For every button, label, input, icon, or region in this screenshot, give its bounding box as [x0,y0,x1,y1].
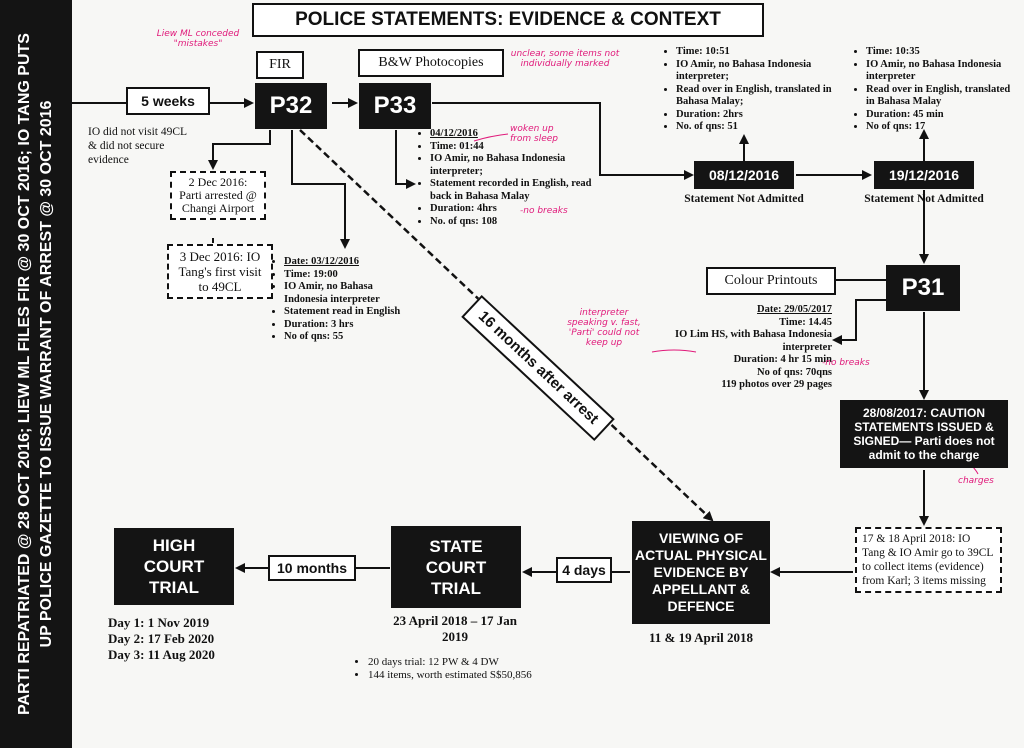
high-court-dates: Day 1: 1 Nov 2019 Day 2: 17 Feb 2020 Day… [108,615,248,663]
p32-info-item: Time: 19:00 [284,269,408,282]
state-court-dates: 23 April 2018 – 17 Jan 2019 [393,613,517,644]
p32-info-item: IO Amir, no Bahasa Indonesia interpreter [284,281,408,306]
arrow-p32-to-info [291,130,350,249]
d1912-info-block: Time: 10:35 IO Amir, no Bahasa Indonesia… [854,46,1014,134]
d0812-info-block: Time: 10:51 IO Amir, no Bahasa Indonesia… [664,46,832,134]
node-p33: P33 [359,83,431,129]
viewing-date: 11 & 19 April 2018 [648,630,753,645]
state-court-note: 144 items, worth estimated S$50,856 [368,669,586,682]
node-state-court-trial: STATE COURT TRIAL [391,526,521,608]
node-p32: P32 [255,83,327,129]
p33-info-item: No. of qns: 108 [430,216,608,229]
arrest-box: 2 Dec 2016: Parti arrested @ Changi Airp… [170,171,266,220]
high-court-day1: Day 1: 1 Nov 2019 [108,615,210,630]
p33-info-item: 04/12/2016 [430,128,608,141]
p32-info-block: Date: 03/12/2016 Time: 19:00 IO Amir, no… [272,256,408,344]
node-19-12-2016: 19/12/2016 [874,161,974,189]
colour-printouts-label: Colour Printouts [706,267,836,295]
node-caution-statements: 28/08/2017: CAUTION STATEMENTS ISSUED & … [840,400,1008,468]
p31-info-item: 119 photos over 29 pages [721,379,832,390]
not-admitted-label-2: Statement Not Admitted [864,193,984,205]
bw-photocopies-label: B&W Photocopies [358,49,504,77]
duration-5-weeks: 5 weeks [126,87,210,115]
p32-info-item: No of qns: 55 [284,331,408,344]
p33-info-item: IO Amir, no Bahasa Indonesia interpreter… [430,153,608,178]
page-title: POLICE STATEMENTS: EVIDENCE & CONTEXT [252,3,764,37]
node-viewing-evidence: VIEWING OF ACTUAL PHYSICAL EVIDENCE BY A… [632,521,770,624]
handwritten-no-breaks-1: -no breaks [520,206,568,216]
p31-info-block: Date: 29/05/2017 Time: 14.45 IO Lim HS, … [672,304,832,392]
io-tang-visit-box: 3 Dec 2016: IO Tang's first visit to 49C… [167,244,273,299]
node-08-12-2016: 08/12/2016 [694,161,794,189]
d1912-info-item: Duration: 45 min [866,109,1014,122]
d0812-info-item: Time: 10:51 [676,46,832,59]
p33-info-item: Time: 01:44 [430,141,608,154]
duration-10-months: 10 months [268,555,356,581]
high-court-day3: Day 3: 11 Aug 2020 [108,647,215,662]
d1912-info-item: IO Amir, no Bahasa Indonesia interpreter [866,59,1014,84]
d0812-info-item: Duration: 2hrs [676,109,832,122]
arrow-p32-to-arrest [208,130,271,170]
p31-info-item: Date: 29/05/2017 [757,304,832,315]
side-banner: PARTI REPATRIATED @ 28 OCT 2016; LIEW ML… [0,0,72,748]
state-court-notes: 20 days trial: 12 PW & 4 DW 144 items, w… [356,656,586,682]
high-court-day2: Day 2: 17 Feb 2020 [108,631,215,646]
d1912-info-item: No of qns: 17 [866,121,1014,134]
p33-info-block: 04/12/2016 Time: 01:44 IO Amir, no Bahas… [418,128,608,228]
hand-arrow-woken [473,133,509,142]
d0812-info-item: IO Amir, no Bahasa Indonesia interpreter… [676,59,832,84]
p31-info-item: Time: 14.45 [779,316,832,328]
handwritten-no-breaks-2: -no breaks [822,358,870,368]
hand-arrow-interp [651,349,697,353]
p32-info-item: Duration: 3 hrs [284,319,408,332]
d1912-info-item: Time: 10:35 [866,46,1014,59]
state-court-note: 20 days trial: 12 PW & 4 DW [368,656,586,669]
p31-info-item: IO Lim HS, with Bahasa Indonesia interpr… [675,329,832,353]
p31-info-item: No of qns: 70qns [757,366,832,378]
p33-info-item: Duration: 4hrs [430,203,608,216]
p33-info-item: Statement recorded in English, read back… [430,178,608,203]
collect-evidence-box: 17 & 18 April 2018: IO Tang & IO Amir go… [855,527,1002,593]
handwritten-charges-note: charges [958,476,994,486]
handwritten-woken-note: woken up from sleep [510,124,558,144]
arrow-p31-to-info [832,299,886,345]
handwritten-liew-note: Liew ML conceded "mistakes" [156,29,240,49]
not-admitted-label-1: Statement Not Admitted [684,193,804,205]
d0812-info-item: Read over in English, translated in Baha… [676,84,832,109]
handwritten-unclear-note: unclear, some items not individually mar… [510,49,620,69]
fir-label: FIR [256,51,304,79]
arrow-p32-to-viewing [299,129,714,522]
p32-info-item: Date: 03/12/2016 [284,256,408,269]
node-high-court-trial: HIGH COURT TRIAL [114,528,234,605]
handwritten-interpreter-note: interpreter speaking v. fast, 'Parti' co… [567,308,641,348]
arrow-p33-to-0812 [432,102,694,180]
d0812-info-item: No. of qns: 51 [676,121,832,134]
arrow-p33-to-info [395,130,416,189]
d1912-info-item: Read over in English, translated in Baha… [866,84,1014,109]
node-p31: P31 [886,265,960,311]
duration-4-days: 4 days [556,557,612,583]
p32-info-item: Statement read in English [284,306,408,319]
p31-info-item: Duration: 4 hr 15 min [733,354,832,365]
io-note: IO did not visit 49CL & did not secure e… [88,126,187,166]
